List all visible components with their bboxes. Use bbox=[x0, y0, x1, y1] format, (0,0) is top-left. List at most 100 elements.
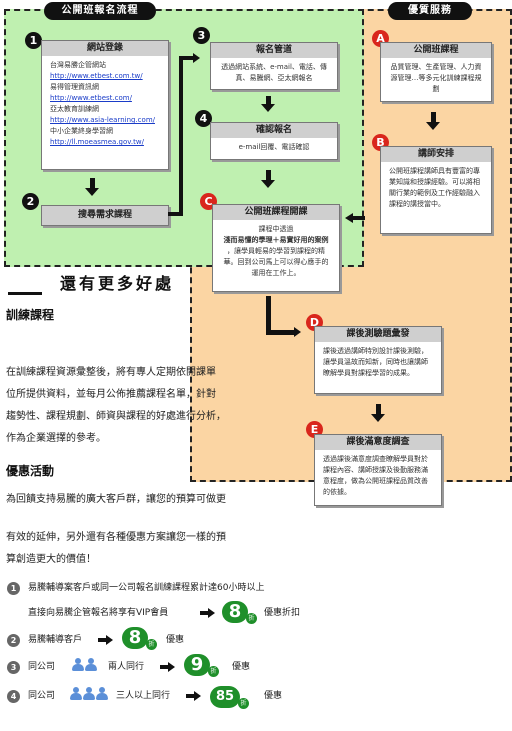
service-b-body: 公開班課程講師具有豐富的專業知識和授課經驗。可以將相關行業的範例及工作經驗融入課… bbox=[389, 167, 480, 208]
service-e-badge: E bbox=[306, 421, 323, 438]
discount-1-badge: 1 bbox=[7, 582, 20, 595]
step-2-badge: 2 bbox=[22, 193, 39, 210]
service-a-title: 公開班課程 bbox=[381, 43, 491, 58]
discount-3-badge: 3 bbox=[7, 661, 20, 674]
arrow-right-icon bbox=[208, 608, 215, 618]
arrow-shaft bbox=[376, 404, 381, 414]
promo-text-1: 為回饋支持易騰的廣大客戶群，讓您的預算可做更 bbox=[6, 494, 226, 505]
promo-title: 優惠活動 bbox=[6, 464, 55, 478]
connector-line bbox=[179, 56, 183, 216]
more-benefits-heading: 還有更多好處 bbox=[60, 274, 175, 293]
arrow-right-icon bbox=[194, 691, 201, 701]
training-text-line: 趨勢性、課程規劃、師資與課程的好處進行分析， bbox=[6, 411, 226, 422]
website-name: 易得管理資訊網 bbox=[50, 83, 99, 91]
website-link[interactable]: http://www.asia-learning.com/ bbox=[50, 116, 155, 124]
registration-flow-title: 公開班報名流程 bbox=[44, 2, 156, 20]
step-3-title: 報名管道 bbox=[211, 43, 337, 58]
arrow-shaft bbox=[266, 96, 271, 104]
promo-text-line: 算創造更大的價值！ bbox=[6, 554, 96, 565]
website-link[interactable]: http://ll.moeasmea.gov.tw/ bbox=[50, 138, 144, 146]
website-name: 中小企業終身學習網 bbox=[50, 127, 113, 135]
arrow-down-icon bbox=[426, 122, 440, 130]
step-1-title: 網站登錄 bbox=[42, 41, 168, 56]
discount-4-pre: 同公司 bbox=[28, 691, 56, 701]
discount-3-label: 兩人同行 bbox=[108, 662, 145, 672]
service-b-title: 講師安排 bbox=[381, 147, 491, 162]
heading-underline bbox=[8, 292, 42, 295]
connector-line bbox=[179, 56, 193, 60]
discount-1-value: 8 bbox=[222, 601, 248, 623]
website-link[interactable]: http://www.etbest.com.tw/ bbox=[50, 72, 143, 80]
discount-1-zhe: 折 bbox=[246, 613, 257, 624]
discount-3-suffix: 優惠 bbox=[232, 662, 251, 672]
discount-3-pre: 同公司 bbox=[28, 662, 56, 672]
promo-text-2: 有效的延伸，另外還有各種優惠方案讓您一樣的預算創造更大的價值！ bbox=[6, 527, 326, 571]
discount-4-badge: 4 bbox=[7, 690, 20, 703]
connector-line bbox=[266, 296, 271, 334]
arrow-shaft bbox=[186, 694, 194, 698]
arrow-down-icon bbox=[85, 188, 99, 196]
promo-text-line: 有效的延伸，另外還有各種優惠方案讓您一樣的預 bbox=[6, 532, 226, 543]
training-text-line: 作為企業選擇的參考。 bbox=[6, 433, 106, 444]
discount-1-suffix: 優惠折扣 bbox=[264, 608, 301, 618]
step-3-badge: 3 bbox=[193, 27, 210, 44]
discount-2-value: 8 bbox=[122, 627, 148, 649]
arrow-right-icon bbox=[106, 635, 113, 645]
arrow-shaft bbox=[200, 611, 208, 615]
step-1-badge: 1 bbox=[25, 32, 42, 49]
step-4-card: 確認報名 e-mail回覆、電話確認 bbox=[210, 122, 338, 160]
arrow-down-icon bbox=[261, 104, 275, 112]
service-c-body-post: ，讓學員輕易的學習到課程的精華。回到公司馬上可以得心應手的運用在工作上。 bbox=[223, 247, 329, 277]
service-d-title: 課後測驗題彙發 bbox=[315, 327, 441, 342]
arrow-shaft bbox=[90, 178, 95, 188]
arrow-shaft bbox=[98, 638, 106, 642]
arrow-down-icon bbox=[371, 414, 385, 422]
step-3-body: 透過網站系統、e-mail、電話、傳真、易騰網、亞太網報名 bbox=[221, 63, 327, 82]
step-4-badge: 4 bbox=[195, 110, 212, 127]
discount-3-zhe: 折 bbox=[208, 666, 219, 677]
arrow-right-icon bbox=[193, 53, 200, 63]
training-text-line: 位所提供資料，並每月公佈推薦課程名單，針對 bbox=[6, 389, 216, 400]
step-3-card: 報名管道 透過網站系統、e-mail、電話、傳真、易騰網、亞太網報名 bbox=[210, 42, 338, 90]
discount-4-zhe: 折 bbox=[238, 698, 249, 709]
arrow-shaft bbox=[431, 112, 436, 122]
step-2-card: 搜尋需求課程 bbox=[41, 205, 169, 226]
service-b-card: 講師安排 公開班課程講師具有豐富的專業知識和授課經驗。可以將相關行業的範例及工作… bbox=[380, 146, 492, 234]
step-4-title: 確認報名 bbox=[211, 123, 337, 138]
three-people-icon bbox=[70, 687, 108, 700]
training-text: 在訓練課程資源彙整後，將有專人定期依開課單位所提供資料，並每月公佈推薦課程名單，… bbox=[6, 362, 306, 450]
discount-4-value: 85 bbox=[210, 686, 240, 708]
arrow-down-icon bbox=[261, 180, 275, 188]
arrow-shaft bbox=[160, 665, 168, 669]
service-e-card: 課後滿意度調查 透過課後滿意度調查瞭解學員對於課程內容、講師授課及後勤服務滿意程… bbox=[314, 434, 442, 506]
step-1-links: 台灣易勝企管網站 http://www.etbest.com.tw/易得管理資訊網… bbox=[42, 56, 168, 152]
arrow-right-icon bbox=[294, 327, 301, 337]
service-c-body: 課程中透過 淺而易懂的學理＋易實好用的案例 ，讓學員輕易的學習到課程的精華。回到… bbox=[213, 220, 339, 283]
discount-4-suffix: 優惠 bbox=[264, 691, 283, 701]
discount-1-line2: 直接向易騰企管報名將享有VIP會員 bbox=[28, 608, 169, 618]
service-e-title: 課後滿意度調查 bbox=[315, 435, 441, 450]
quality-service-title: 優質服務 bbox=[388, 2, 472, 20]
arrow-shaft bbox=[353, 216, 365, 220]
website-link[interactable]: http://www.etbest.com/ bbox=[50, 94, 132, 102]
arrow-right-icon bbox=[168, 662, 175, 672]
connector-line bbox=[168, 212, 182, 216]
service-c-title: 公開班課程開課 bbox=[213, 205, 339, 220]
discount-4-label: 三人以上同行 bbox=[116, 691, 171, 701]
arrow-shaft bbox=[266, 170, 271, 180]
discount-2-suffix: 優惠 bbox=[166, 635, 185, 645]
discount-2-label: 易騰輔導客戶 bbox=[28, 635, 83, 645]
service-a-card: 公開班課程 品質管理、生產管理、人力資源管理…等多元化訓練課程規劃 bbox=[380, 42, 492, 102]
service-a-body: 品質管理、生產管理、人力資源管理…等多元化訓練課程規劃 bbox=[390, 63, 482, 93]
connector-line bbox=[266, 330, 294, 335]
service-d-body: 課後透過講師特別設計課後測驗，讓學員溫故而知新，同時也讓講師瞭解學員對課程學習的… bbox=[323, 347, 428, 377]
two-people-icon bbox=[72, 658, 97, 671]
website-name: 台灣易勝企管網站 bbox=[50, 61, 106, 69]
training-text-line: 在訓練課程資源彙整後，將有專人定期依開課單 bbox=[6, 367, 216, 378]
step-4-body: e-mail回覆、電話確認 bbox=[238, 143, 310, 151]
discount-2-badge: 2 bbox=[7, 634, 20, 647]
service-e-body: 透過課後滿意度調查瞭解學員對於課程內容、講師授課及後勤服務滿意程度，做為公開班課… bbox=[323, 455, 428, 496]
service-c-body-pre: 課程中透過 bbox=[258, 225, 294, 233]
service-c-card: 公開班課程開課 課程中透過 淺而易懂的學理＋易實好用的案例 ，讓學員輕易的學習到… bbox=[212, 204, 340, 292]
discount-2-zhe: 折 bbox=[146, 639, 157, 650]
